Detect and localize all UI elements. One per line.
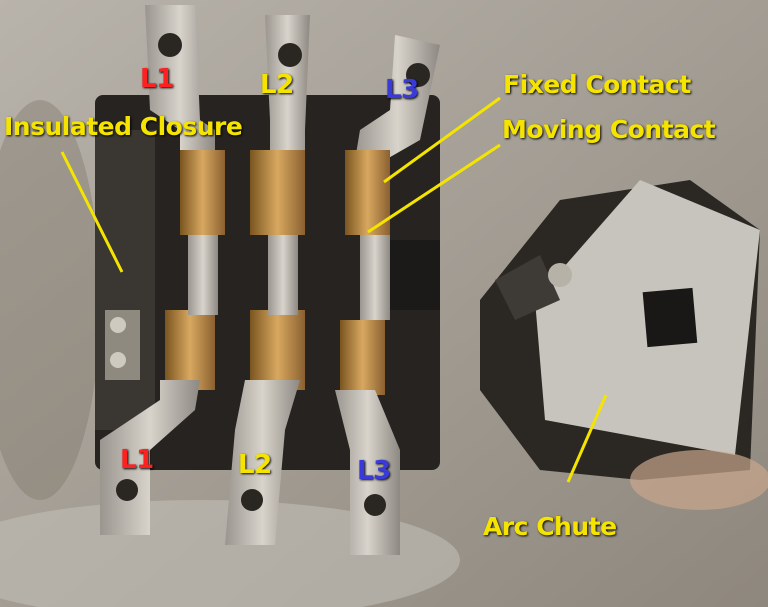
fixed-contact-pointer xyxy=(383,96,501,184)
terminal-strips xyxy=(100,5,440,555)
label-arc-chute: Arc Chute xyxy=(483,512,617,541)
label-moving-contact: Moving Contact xyxy=(502,115,716,144)
label-l3-top: L3 xyxy=(385,75,419,105)
arc-chute-box xyxy=(480,180,768,510)
label-fixed-contact: Fixed Contact xyxy=(503,70,691,99)
moving-contact-pointer xyxy=(367,143,501,234)
label-l2-bottom: L2 xyxy=(238,450,272,480)
pointer-lines xyxy=(60,96,608,483)
label-l3-bottom: L3 xyxy=(357,456,391,486)
label-l2-top: L2 xyxy=(260,70,294,100)
label-insulated-closure: Insulated Closure xyxy=(4,112,243,141)
label-l1-bottom: L1 xyxy=(120,445,154,475)
arc-chute-pointer xyxy=(566,394,608,483)
label-l1-top: L1 xyxy=(140,64,174,94)
insulated-closure-pointer xyxy=(60,151,124,273)
